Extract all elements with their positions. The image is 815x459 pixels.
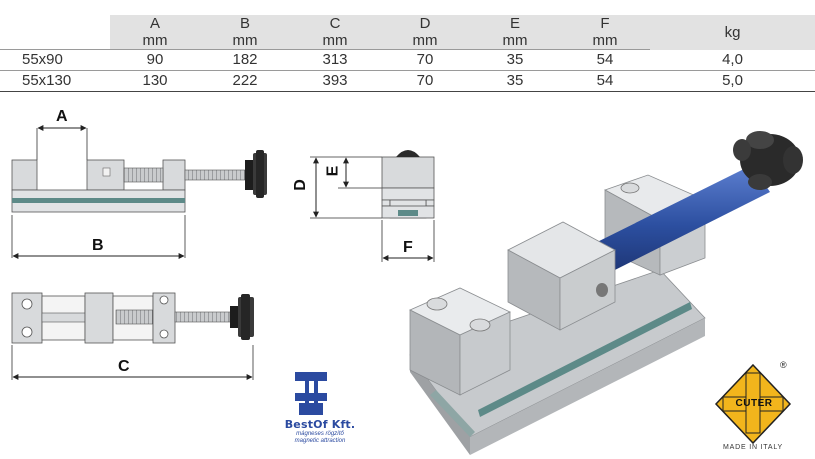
vise-3d-render bbox=[409, 131, 803, 455]
col-header-b: B bbox=[200, 15, 290, 32]
model-cell: 55x90 bbox=[0, 49, 110, 71]
unit-d: mm bbox=[380, 32, 470, 50]
value-kg: 5,0 bbox=[650, 70, 815, 92]
value-a: 130 bbox=[110, 70, 200, 92]
dim-label-e: E bbox=[324, 165, 342, 177]
made-in-italy: MADE IN ITALY bbox=[723, 444, 783, 451]
table-header-units: mm mm mm mm mm mm bbox=[0, 32, 815, 50]
bestof-tagline-hu: mágneses rögzítő bbox=[296, 431, 344, 437]
cuter-logo-text: CUTER bbox=[735, 398, 773, 409]
dim-label-a: A bbox=[56, 108, 68, 125]
value-d: 70 bbox=[380, 70, 470, 92]
spec-table: A B C D E F kg mm mm mm mm mm mm 55x90 9… bbox=[0, 15, 815, 92]
table-row: 55x130 130 222 393 70 35 54 5,0 bbox=[0, 70, 815, 92]
unit-b: mm bbox=[200, 32, 290, 50]
col-header-e: E bbox=[470, 15, 560, 32]
unit-a: mm bbox=[110, 32, 200, 50]
unit-c: mm bbox=[290, 32, 380, 50]
dim-label-c: C bbox=[118, 358, 130, 375]
col-header-kg: kg bbox=[650, 15, 815, 50]
col-header-f: F bbox=[560, 15, 650, 32]
cuter-logo: CUTER ® MADE IN ITALY bbox=[703, 360, 803, 455]
value-kg: 4,0 bbox=[650, 49, 815, 71]
value-c: 393 bbox=[290, 70, 380, 92]
col-header-d: D bbox=[380, 15, 470, 32]
side-view bbox=[11, 125, 267, 259]
value-d: 70 bbox=[380, 49, 470, 71]
value-f: 54 bbox=[560, 70, 650, 92]
unit-f: mm bbox=[560, 32, 650, 50]
col-header-c: C bbox=[290, 15, 380, 32]
value-b: 222 bbox=[200, 70, 290, 92]
col-header-a: A bbox=[110, 15, 200, 32]
unit-e: mm bbox=[470, 32, 560, 50]
dim-label-b: B bbox=[92, 237, 104, 254]
cuter-logo-mark bbox=[714, 363, 792, 445]
dim-label-d: D bbox=[291, 179, 309, 191]
registered-mark: ® bbox=[780, 360, 787, 370]
table-header-letters: A B C D E F kg bbox=[0, 15, 815, 50]
value-a: 90 bbox=[110, 49, 200, 71]
top-view bbox=[11, 292, 254, 380]
bestof-logo-mark bbox=[295, 372, 327, 415]
value-e: 35 bbox=[470, 49, 560, 71]
table-row: 55x90 90 182 313 70 35 54 4,0 bbox=[0, 49, 815, 71]
bestof-tagline-en: magnetic attraction bbox=[294, 438, 346, 444]
value-f: 54 bbox=[560, 49, 650, 71]
value-c: 313 bbox=[290, 49, 380, 71]
model-cell: 55x130 bbox=[0, 70, 110, 92]
bestof-logo: BestOf Kft. mágneses rögzítő magnetic at… bbox=[270, 372, 370, 445]
dim-label-f: F bbox=[403, 239, 413, 256]
end-view bbox=[310, 150, 435, 262]
bestof-brand-name: BestOf Kft. bbox=[284, 418, 356, 431]
value-b: 182 bbox=[200, 49, 290, 71]
value-e: 35 bbox=[470, 70, 560, 92]
